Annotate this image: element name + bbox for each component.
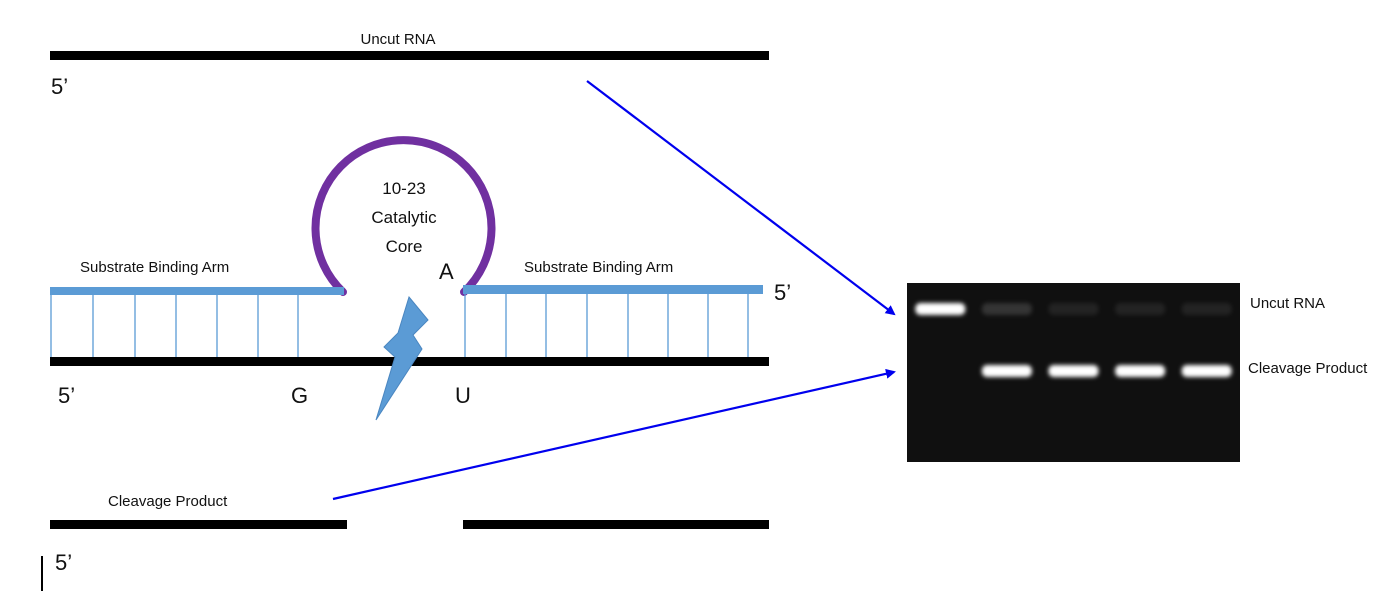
gel-band-uncut-lane-5 (1181, 303, 1232, 315)
gel-band-uncut-lane-3 (1048, 303, 1099, 315)
arm-five-prime-label: 5’ (774, 280, 791, 305)
gel-band-uncut-lane-4 (1115, 303, 1166, 315)
base-u-label: U (455, 383, 471, 408)
left-binding-arm (50, 287, 344, 295)
gel-uncut-rna-label: Uncut RNA (1250, 295, 1325, 312)
left-base-pair-rungs (50, 295, 299, 357)
gel-bands (915, 303, 1232, 377)
uncut-rna-label: Uncut RNA (360, 31, 435, 48)
uncut-rna-strand (50, 51, 769, 60)
catalytic-core-loop (311, 136, 496, 296)
uncut-rna-arrow (586, 80, 896, 316)
gel-band-uncut-lane-2 (981, 303, 1032, 315)
cleavage-bolt-icon (375, 295, 429, 421)
cleavage-product-right-strand (463, 520, 769, 529)
catalytic-core-label-line2: Catalytic (371, 208, 437, 227)
base-g-label: G (291, 383, 308, 408)
right-binding-arm (463, 285, 763, 294)
cleavage-product-left-strand (50, 520, 347, 529)
text-cursor-mark (41, 556, 43, 591)
gel-band-cleavage-lane-2 (981, 365, 1032, 377)
base-a-label: A (439, 259, 454, 284)
left-binding-arm-label: Substrate Binding Arm (80, 259, 229, 276)
catalytic-core-label-line1: 10-23 (382, 179, 425, 198)
catalytic-core-label-line3: Core (386, 237, 423, 256)
gel-band-cleavage-lane-3 (1048, 365, 1099, 377)
uncut-five-prime-label: 5’ (51, 74, 68, 99)
cleavage-product-arrow (332, 368, 896, 501)
gel-band-uncut-lane-1 (915, 303, 966, 315)
gel-band-cleavage-lane-4 (1115, 365, 1166, 377)
cleavage-five-prime-label: 5’ (55, 550, 72, 575)
substrate-five-prime-label: 5’ (58, 383, 75, 408)
gel-band-cleavage-lane-5 (1181, 365, 1232, 377)
cleavage-product-label: Cleavage Product (108, 493, 228, 510)
right-binding-arm-label: Substrate Binding Arm (524, 259, 673, 276)
gel-cleavage-product-label: Cleavage Product (1248, 360, 1368, 377)
right-base-pair-rungs (464, 294, 749, 357)
